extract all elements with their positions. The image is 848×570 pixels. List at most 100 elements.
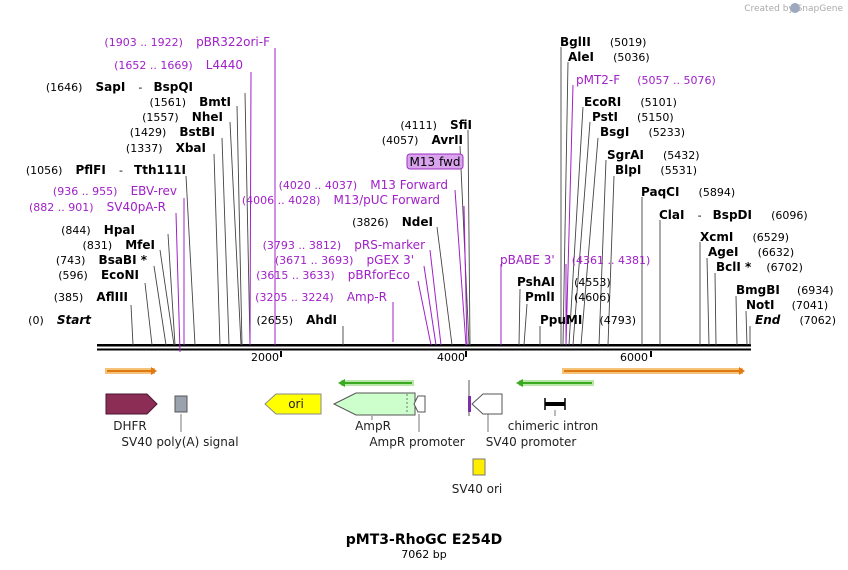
site-econi: (596) EcoNI	[58, 264, 139, 283]
site-name2: BspDI	[713, 208, 752, 222]
site-pos: (6096)	[771, 209, 808, 222]
primer-range: (3205 .. 3224)	[255, 291, 334, 304]
ampr-label: AmpR	[355, 419, 391, 433]
site-pos: (6702)	[766, 261, 803, 274]
orf-arrow-dhfr-strand	[105, 367, 157, 375]
site-paqci: PaqCI (5894)	[641, 181, 735, 200]
primer-name: pGEX 3'	[367, 253, 414, 267]
orf-arrows	[105, 367, 745, 387]
m13-fwd-box: M13 fwd	[406, 153, 464, 170]
site-pos: (831)	[83, 239, 113, 252]
site-pos: (385)	[54, 291, 84, 304]
site-bcli: BclI * (6702)	[716, 256, 803, 275]
primer-range: (5057 .. 5076)	[637, 74, 716, 87]
site-name: BmgBI	[736, 283, 780, 297]
site-pos: (3826)	[352, 216, 389, 229]
plasmid-size: 7062 bp	[401, 548, 446, 561]
primer-sv40pa-r: (882 .. 901) SV40pA-R	[29, 196, 166, 215]
primer-name: pMT2-F	[576, 73, 620, 87]
primer-pointer-lines	[175, 48, 574, 353]
primer-range: (3671 .. 3693)	[275, 254, 354, 267]
mid-sites: (4111) SfiI (4057) AvrII (3826) NdeI (26…	[256, 118, 472, 328]
ampr-promoter-arrow	[413, 395, 426, 413]
primer-m13-puc-forward: (4006 .. 4028) M13/pUC Forward	[242, 189, 440, 208]
site-pos: (5101)	[640, 96, 677, 109]
site-bsgi: BsgI (5233)	[600, 121, 685, 140]
dhfr-arrow	[105, 393, 158, 415]
site-sgrai: SgrAI (5432)	[607, 144, 700, 163]
site-pos: (5019)	[610, 36, 647, 49]
primer-name: M13 Forward	[370, 178, 448, 192]
site-bsabi: (743) BsaBI *	[56, 249, 148, 268]
site-name: AhdI	[306, 313, 337, 327]
sv40-promoter-label: SV40 promoter	[486, 435, 577, 449]
primer-range: (3615 .. 3633)	[256, 269, 335, 282]
primer-m13-forward: (4020 .. 4037) M13 Forward	[279, 174, 448, 193]
site-bmti: (1561) BmtI	[149, 91, 231, 110]
primer-ebv-rev: (936 .. 955) EBV-rev	[53, 180, 177, 199]
primer-range: (3793 .. 3812)	[263, 239, 342, 252]
primer-pgex-3: (3671 .. 3693) pGEX 3'	[275, 249, 414, 268]
primer-name: pBR322ori-F	[196, 35, 270, 49]
tick-2000-label: 2000	[251, 351, 279, 364]
primer-range: (936 .. 955)	[53, 185, 118, 198]
site-name: BglII	[560, 35, 591, 49]
site-name: EcoNI	[101, 268, 139, 282]
site-name: AvrII	[431, 133, 463, 147]
site-psti: PstI (5150)	[592, 106, 674, 125]
site-ecori: EcoRI (5101)	[584, 91, 677, 110]
tick-6000-label: 6000	[620, 351, 648, 364]
site-sep: -	[138, 81, 142, 94]
primer-name: M13/pUC Forward	[333, 193, 440, 207]
site-pointer-lines	[130, 47, 751, 346]
m13-fwd-label: M13 fwd	[410, 155, 461, 169]
primer-name: Amp-R	[347, 290, 387, 304]
features: DHFR SV40 poly(A) signal ori AmpR AmpR p…	[105, 380, 599, 496]
site-start: (0) Start	[28, 309, 92, 328]
site-name2: BspQI	[153, 80, 193, 94]
site-name: ClaI	[659, 208, 684, 222]
site-name: BstBI	[179, 125, 215, 139]
site-pos: (5150)	[637, 111, 674, 124]
site-name2: Tth111I	[134, 163, 186, 177]
primer-pbr322ori-f: (1903 .. 1922) pBR322ori-F	[104, 31, 270, 50]
chimeric-intron-glyph	[544, 398, 566, 410]
site-pos: (6529)	[752, 231, 789, 244]
site-name: HpaI	[104, 223, 135, 237]
site-pos: (743)	[56, 254, 86, 267]
orf-arrow-green-right-strand	[516, 379, 594, 387]
site-pos: (1429)	[130, 126, 167, 139]
primer-name: pBRforEco	[348, 268, 410, 282]
dhfr-label: DHFR	[113, 419, 147, 433]
backbone: 2000 4000 6000	[97, 344, 751, 364]
m13-fwd-box-bg	[406, 153, 464, 170]
primer-name: pRS-marker	[354, 238, 425, 252]
site-name: SfiI	[450, 118, 472, 132]
site-name: NotI	[746, 298, 775, 312]
chimeric-intron-label: chimeric intron	[508, 419, 599, 433]
backbone-bottom-strand	[97, 348, 751, 351]
tick-4000-label: 4000	[437, 351, 465, 364]
site-pos: (4553)	[574, 276, 611, 289]
site-end: End (7062)	[755, 309, 836, 328]
site-ahdi: (2655) AhdI	[256, 309, 337, 328]
site-pos: (1056)	[26, 164, 63, 177]
snapgene-credit: Created by SnapGene	[744, 3, 843, 14]
orf-arrow-ampr-strand	[338, 379, 414, 387]
primer-pmt2-f: pMT2-F (5057 .. 5076)	[576, 69, 716, 88]
site-bmgbi: BmgBI (6934)	[736, 279, 834, 298]
sv40-ori-label: SV40 ori	[452, 482, 503, 496]
site-sapi-bspqi: (1646) SapI - BspQI	[46, 80, 193, 94]
site-name: PmlI	[525, 290, 555, 304]
site-alei: AleI (5036)	[568, 46, 650, 65]
site-pos: (5036)	[613, 51, 650, 64]
site-bstbi: (1429) BstBI	[130, 121, 215, 140]
site-pos: (596)	[58, 269, 88, 282]
site-pos: (4057)	[382, 134, 419, 147]
site-pos: (1337)	[126, 142, 163, 155]
primer-l4440: (1652 .. 1669) L4440	[114, 54, 243, 73]
site-xbai: (1337) XbaI	[126, 137, 206, 156]
site-pflfi-tth111i: (1056) PflFI - Tth111I	[26, 159, 186, 178]
site-pos: (7062)	[799, 314, 836, 327]
